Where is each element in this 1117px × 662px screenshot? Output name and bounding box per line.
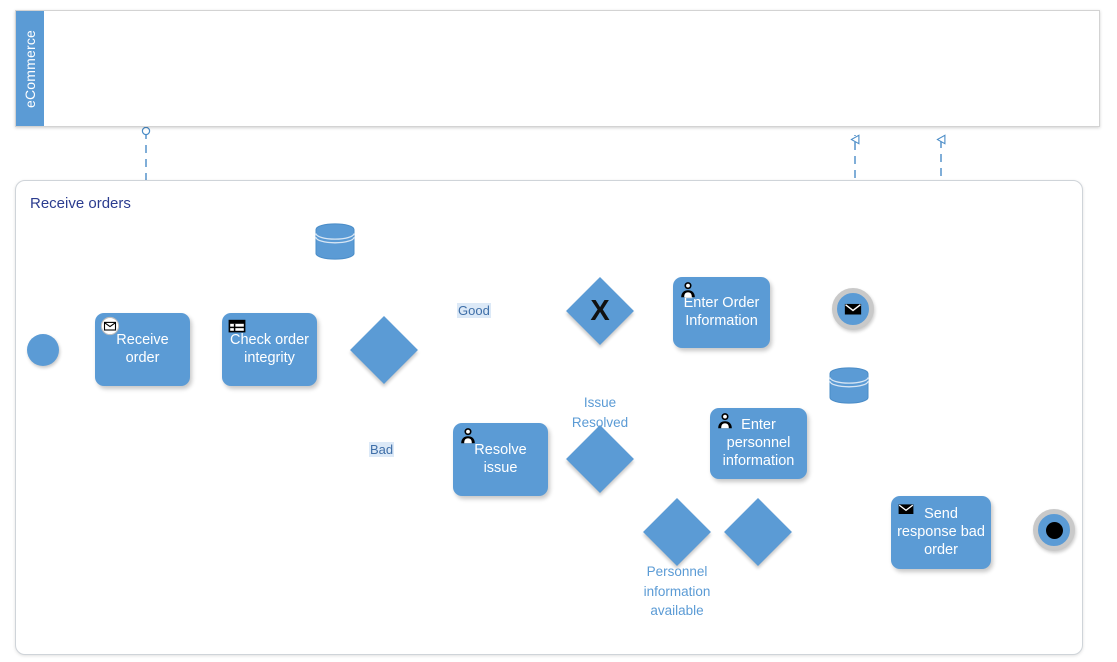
flow-label-good: Good <box>457 303 491 318</box>
gateway-diamond <box>566 425 634 493</box>
task-label: Check order integrity <box>230 332 309 366</box>
data-store-personnel[interactable] <box>827 366 871 406</box>
task-label: Send response bad order <box>897 506 985 558</box>
gateway-personnel-merge[interactable] <box>724 498 792 566</box>
gateway-order-integrity[interactable] <box>350 316 418 384</box>
terminate-end-event[interactable] <box>1033 509 1075 551</box>
task-resolve-issue[interactable]: Resolve issue <box>453 423 548 496</box>
gateway-diamond <box>724 498 792 566</box>
annotation-line: information <box>643 583 711 599</box>
task-label: Resolve issue <box>474 442 527 476</box>
gateway-exclusive-merge[interactable]: X <box>566 277 634 345</box>
annotation-line: Issue <box>583 395 617 410</box>
filled-dot-icon <box>1045 521 1063 539</box>
data-store-order[interactable] <box>313 222 357 262</box>
task-check-order-integrity[interactable]: Check order integrity <box>222 313 317 386</box>
annotation-line: Resolved <box>571 414 629 430</box>
annotation-line: Personnel <box>646 564 708 579</box>
message-end-event[interactable] <box>832 288 874 330</box>
pool-label: eCommerce <box>22 29 39 108</box>
annotation-line: available <box>650 603 704 619</box>
envelope-icon <box>844 303 862 315</box>
subprocess-title: Receive orders <box>30 195 131 212</box>
task-enter-order-information[interactable]: Enter Order Information <box>673 277 770 348</box>
gateway-personnel-available[interactable] <box>643 498 711 566</box>
gateway-diamond <box>643 498 711 566</box>
start-event[interactable] <box>27 334 59 366</box>
task-label: Enter personnel information <box>722 417 795 469</box>
task-send-response-bad-order[interactable]: Send response bad order <box>891 496 991 569</box>
pool-header-ecommerce: eCommerce <box>16 11 44 126</box>
task-label: Enter Order Information <box>683 295 760 329</box>
subprocess-receive-orders[interactable]: Receive orders <box>15 180 1083 655</box>
gateway-x-symbol: X <box>590 294 610 327</box>
gateway-diamond <box>350 316 418 384</box>
annotation-personnel-available: Personnel information available <box>644 562 711 621</box>
flow-label-bad: Bad <box>369 442 395 457</box>
task-enter-personnel-information[interactable]: Enter personnel information <box>710 408 807 479</box>
annotation-issue-resolved: Issue Resolved <box>572 393 628 432</box>
task-receive-order[interactable]: Receive order <box>95 313 190 386</box>
task-label: Receive order <box>116 332 169 366</box>
gateway-issue-resolved[interactable] <box>566 425 634 493</box>
pool-ecommerce[interactable]: eCommerce <box>15 10 1100 127</box>
